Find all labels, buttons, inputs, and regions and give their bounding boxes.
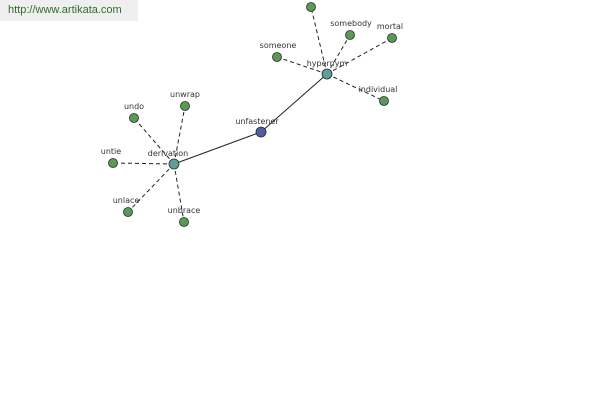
- node-unwrap[interactable]: [180, 101, 190, 111]
- label-unbrace: unbrace: [168, 206, 201, 215]
- label-derivation: derivation: [148, 149, 188, 158]
- node-unbrace[interactable]: [179, 217, 189, 227]
- edge-hypernym-somebody: [326, 34, 351, 75]
- source-url-label[interactable]: http://www.artikata.com: [0, 0, 138, 21]
- node-undo[interactable]: [129, 113, 139, 123]
- edge-derivation-unbrace: [173, 163, 185, 223]
- node-somebody[interactable]: [345, 30, 355, 40]
- edge-hypernym-individual: [326, 73, 385, 102]
- node-unlace[interactable]: [123, 207, 133, 217]
- edge-hypernym-someone: [276, 56, 328, 75]
- node-person[interactable]: [306, 2, 316, 12]
- label-someone: someone: [260, 41, 297, 50]
- node-someone[interactable]: [272, 52, 282, 62]
- edge-derivation-untie: [112, 162, 175, 165]
- node-hypernym[interactable]: [321, 68, 333, 80]
- edge-hypernym-mortal: [326, 37, 393, 75]
- label-undo: undo: [124, 102, 144, 111]
- edge-unfastener-hypernym: [260, 73, 328, 133]
- label-unwrap: unwrap: [170, 90, 200, 99]
- edges: [112, 6, 393, 223]
- label-mortal: mortal: [377, 22, 403, 31]
- label-hypernym: hypernym: [307, 59, 348, 68]
- label-unfastener: unfastener: [235, 117, 279, 126]
- nodes: [108, 2, 397, 227]
- node-unfastener[interactable]: [255, 126, 267, 138]
- node-untie[interactable]: [108, 158, 118, 168]
- edge-derivation-unwrap: [173, 105, 186, 165]
- node-derivation[interactable]: [168, 158, 180, 170]
- node-individual[interactable]: [379, 96, 389, 106]
- labels: unfastener derivation hypernym undo unwr…: [101, 19, 403, 215]
- edge-derivation-undo: [133, 117, 175, 165]
- edge-hypernym-person: [310, 6, 328, 75]
- label-untie: untie: [101, 147, 122, 156]
- edge-unfastener-derivation: [173, 131, 262, 165]
- label-individual: individual: [359, 85, 398, 94]
- label-unlace: unlace: [113, 196, 140, 205]
- node-mortal[interactable]: [387, 33, 397, 43]
- label-somebody: somebody: [330, 19, 372, 28]
